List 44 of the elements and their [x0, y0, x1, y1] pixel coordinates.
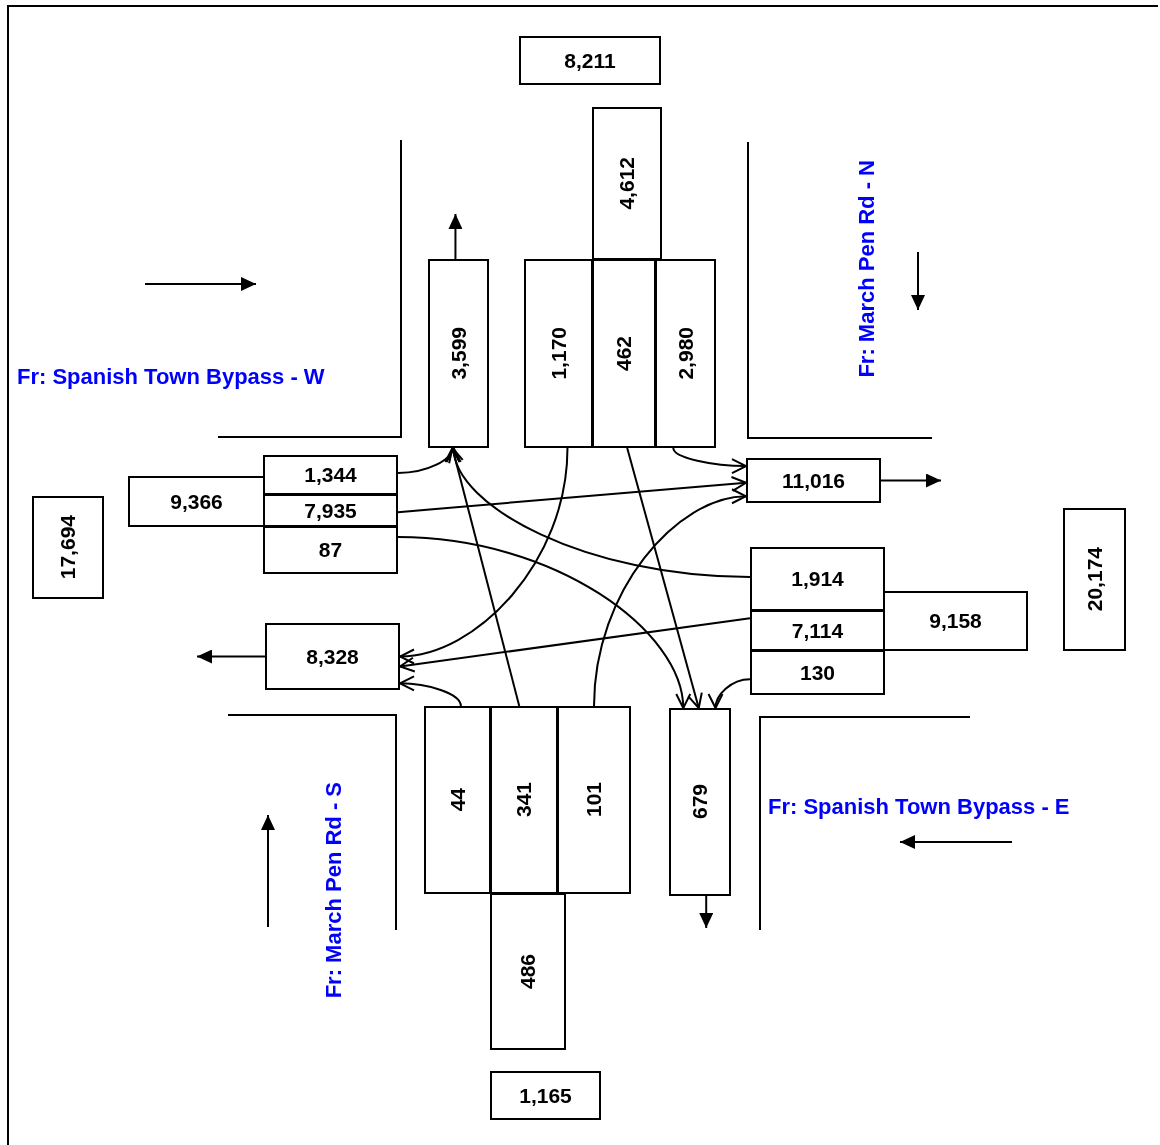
volume-box: 9,366 — [128, 476, 265, 527]
road-name-label: Fr: March Pen Rd - N — [855, 160, 880, 378]
volume-box: 1,344 — [263, 455, 398, 495]
volume-box: 8,328 — [265, 623, 400, 690]
exit-arrow — [196, 649, 266, 664]
volume-box: 11,016 — [746, 458, 881, 503]
volume-box: 130 — [750, 650, 885, 695]
volume-box: 1,170 — [524, 259, 593, 448]
volume-box: 87 — [263, 526, 398, 574]
exit-arrow — [448, 213, 463, 260]
volume-box: 1,165 — [490, 1071, 601, 1120]
volume-box: 2,980 — [655, 259, 716, 448]
volume-box: 9,158 — [883, 591, 1028, 651]
turning-movement-arrow — [399, 447, 569, 664]
turning-movement-arrow — [672, 447, 747, 474]
volume-box: 101 — [557, 706, 631, 894]
volume-box: 1,914 — [750, 547, 885, 611]
volume-box: 20,174 — [1063, 508, 1126, 651]
turning-movement-arrow — [397, 536, 690, 709]
turning-movement-arrow — [399, 617, 751, 673]
road-name-label: Fr: Spanish Town Bypass - E — [768, 795, 1070, 820]
turning-movement-arrow — [448, 447, 751, 579]
volume-box: 7,935 — [263, 494, 398, 527]
exit-arrow — [699, 895, 714, 929]
turning-movement-arrow — [399, 675, 462, 707]
volume-box: 44 — [424, 706, 491, 894]
turning-movement-arrow — [626, 447, 703, 709]
turning-movement-arrow — [397, 447, 458, 474]
volume-box: 17,694 — [32, 496, 104, 599]
volume-box: 3,599 — [428, 259, 489, 448]
turning-movement-arrow — [593, 489, 747, 707]
volume-box: 486 — [490, 893, 566, 1050]
volume-box: 4,612 — [592, 107, 662, 260]
road-name-label: Fr: Spanish Town Bypass - W — [17, 365, 325, 390]
volume-box: 8,211 — [519, 36, 661, 85]
exit-arrow — [880, 473, 942, 488]
road-name-label: Fr: March Pen Rd - S — [322, 782, 347, 999]
turning-movement-arrow — [448, 447, 521, 707]
volume-box: 679 — [669, 708, 731, 896]
turning-movement-arrow — [708, 678, 751, 709]
volume-box: 341 — [490, 706, 558, 894]
volume-box: 7,114 — [750, 610, 885, 651]
volume-box: 462 — [592, 259, 656, 448]
turning-movement-arrow — [397, 475, 747, 514]
